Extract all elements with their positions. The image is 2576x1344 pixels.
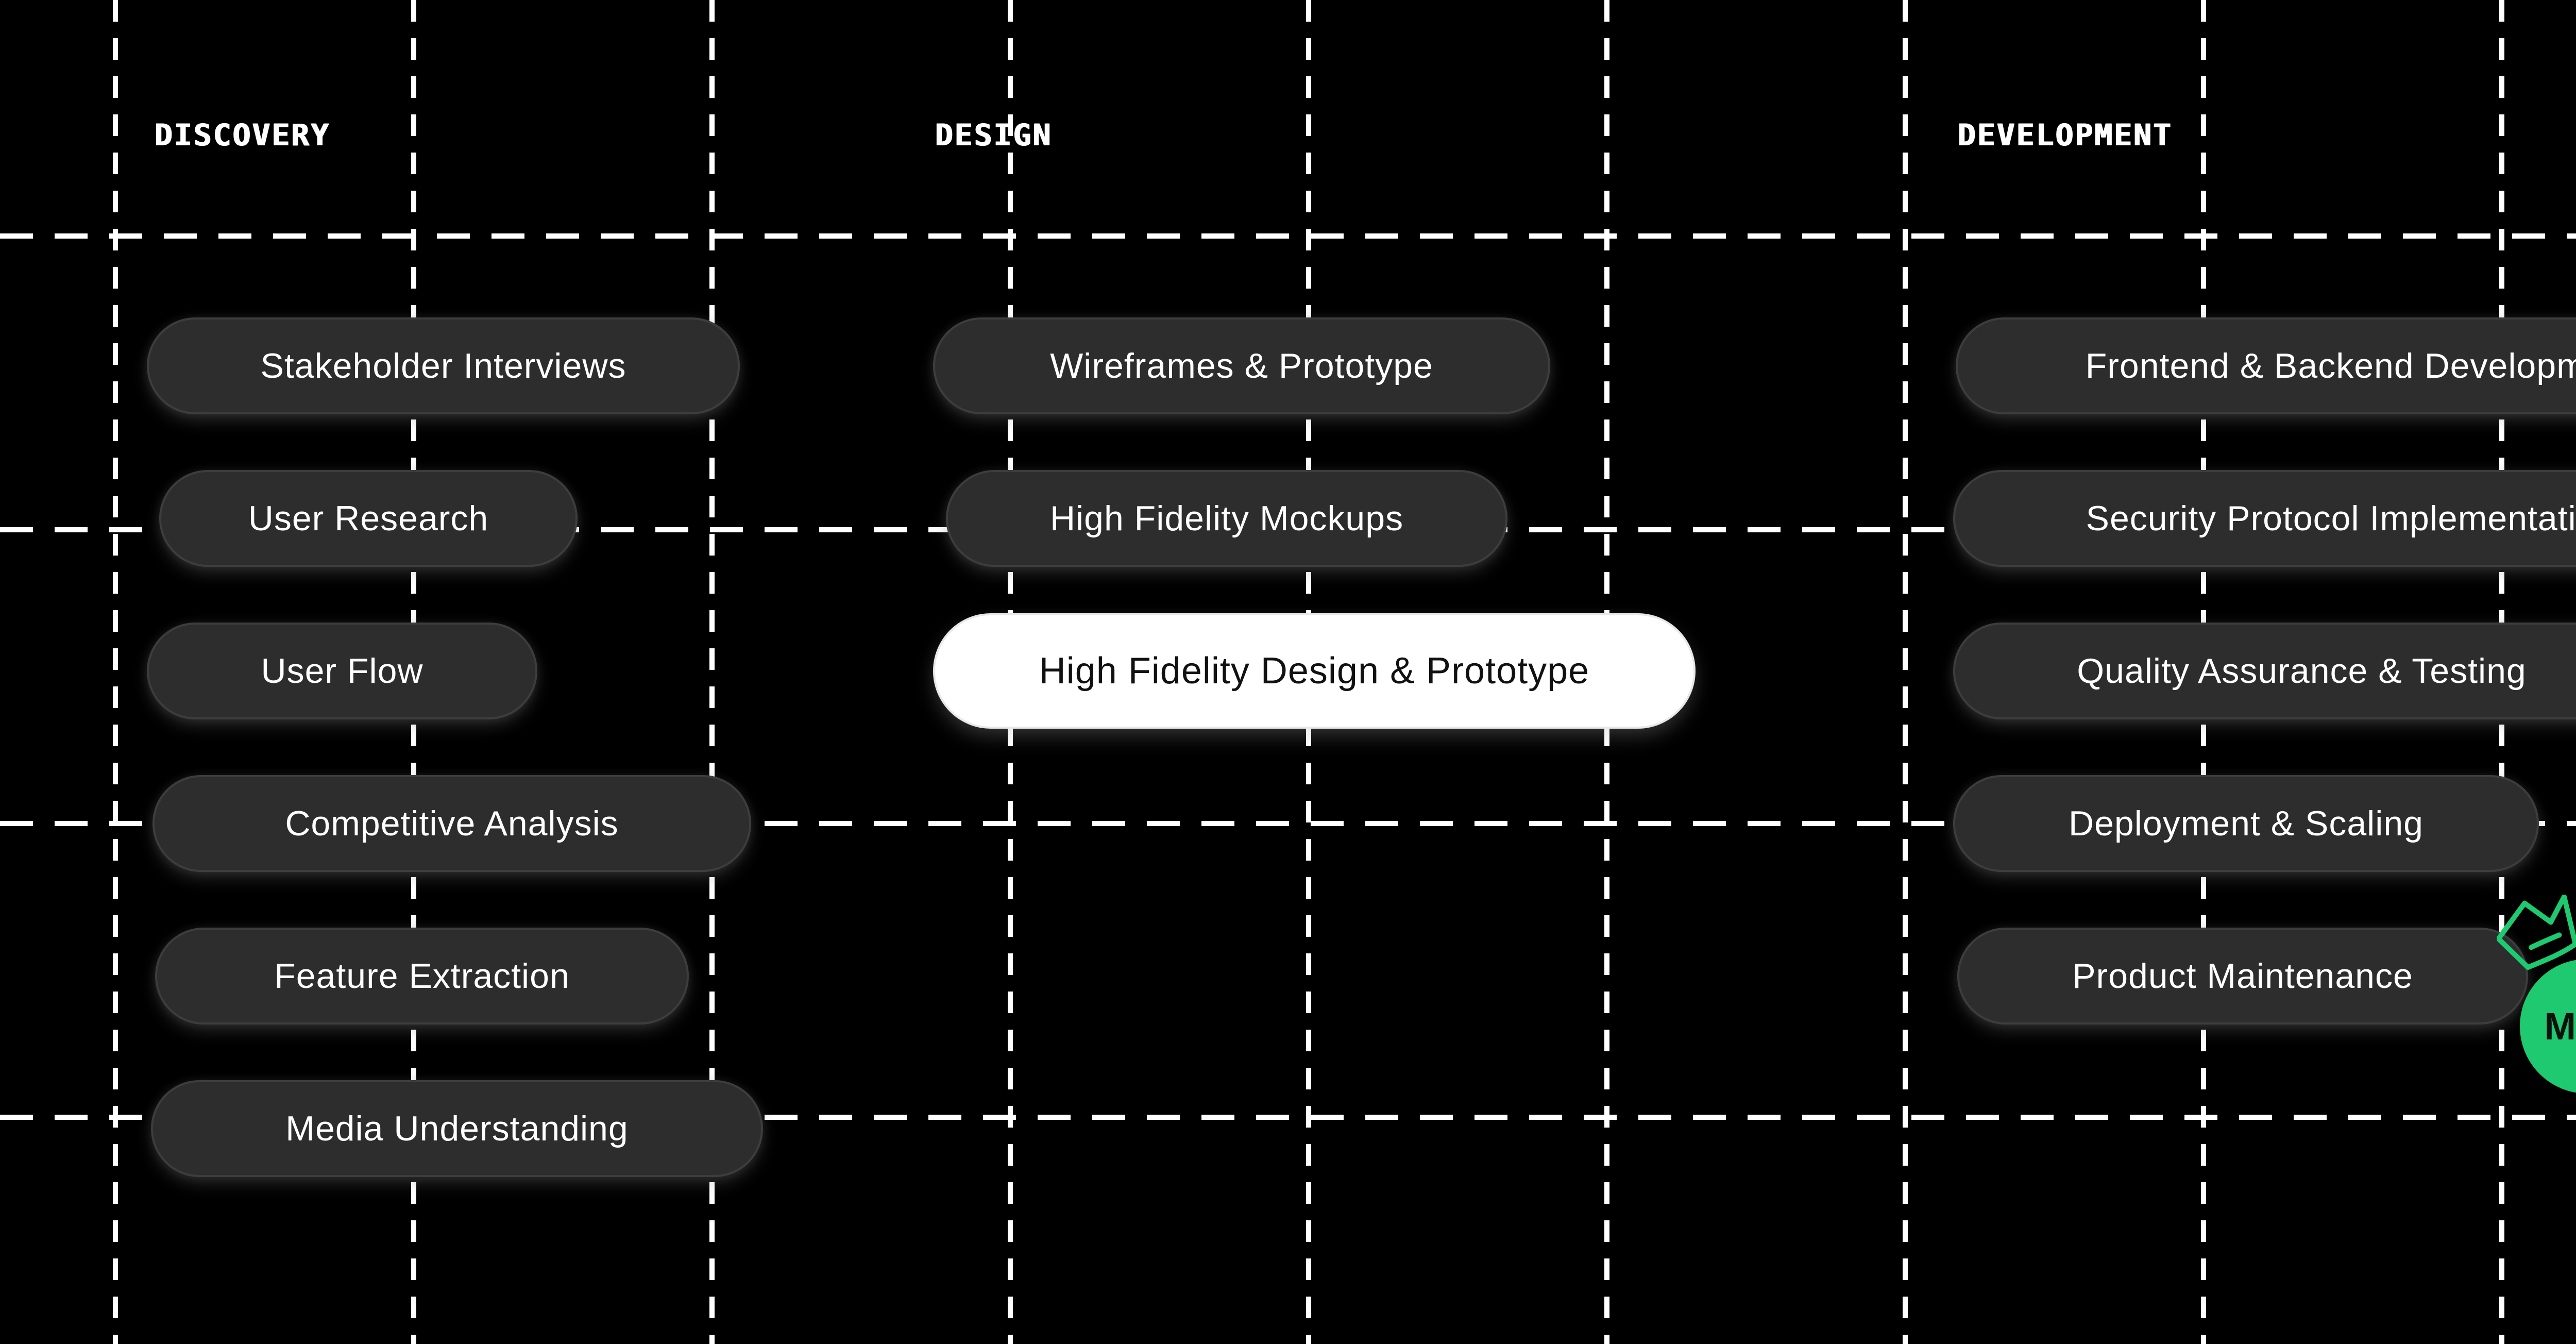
pill-media-understanding: Media Understanding — [153, 1082, 761, 1175]
pill-wireframes-prototype: Wireframes & Prototype — [935, 320, 1548, 412]
grid-hline — [0, 821, 2576, 826]
pill-frontend-backend-development: Frontend & Backend Development — [1958, 320, 2576, 412]
grid-hline — [0, 233, 2576, 239]
pill-quality-assurance-testing: Quality Assurance & Testing — [1955, 625, 2576, 717]
pill-competitive-analysis: Competitive Analysis — [155, 777, 749, 870]
column-header-development: DEVELOPMENT — [1958, 117, 2173, 153]
grid-vline — [113, 0, 118, 1344]
grid-vline — [709, 0, 715, 1344]
pill-user-flow: User Flow — [149, 625, 535, 717]
mvp-badge: MVP — [2520, 959, 2576, 1094]
pill-feature-extraction: Feature Extraction — [157, 930, 687, 1022]
pill-product-maintenance: Product Maintenance — [1959, 930, 2526, 1022]
grid-hline — [0, 1115, 2576, 1120]
pill-stakeholder-interviews: Stakeholder Interviews — [149, 320, 738, 412]
pill-high-fidelity-design-prototype: High Fidelity Design & Prototype — [935, 615, 1693, 727]
column-header-discovery: DISCOVERY — [155, 117, 331, 153]
grid-vline — [1903, 0, 1908, 1344]
pill-high-fidelity-mockups: High Fidelity Mockups — [948, 472, 1505, 565]
crown-icon — [2496, 894, 2576, 970]
pill-user-research: User Research — [161, 472, 575, 565]
pill-security-protocol-implementation: Security Protocol Implementation — [1955, 472, 2576, 565]
column-header-design: DESIGN — [935, 117, 1053, 153]
pill-deployment-scaling: Deployment & Scaling — [1955, 777, 2537, 870]
